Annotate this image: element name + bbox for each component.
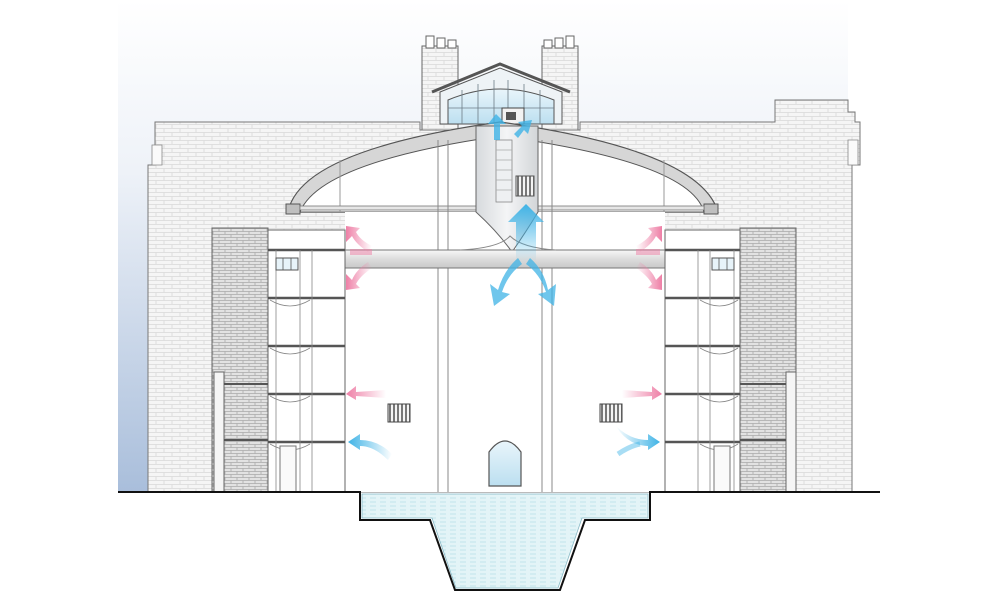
airflow-arrow-cool-gallery-left <box>348 434 392 460</box>
arched-doorway <box>488 440 522 487</box>
hall-columns <box>437 140 553 492</box>
airflow-arrow-cool-lantern-left <box>488 114 506 140</box>
airflow-arrow-cool-shaft-up <box>508 204 544 262</box>
airflow-arrow-cool-gallery-right <box>616 426 660 450</box>
foundation-pool <box>361 493 649 589</box>
gallery-door-right <box>713 445 731 493</box>
wall-grille-right <box>599 403 623 423</box>
side-gallery-floors-right <box>664 227 797 493</box>
airflow-arrow-cool-shaft-split-left <box>490 258 522 306</box>
airflow-arrow-warm-duct-right-up <box>636 226 662 252</box>
glazed-roof-lantern <box>431 62 571 125</box>
airflow-arrows <box>346 114 662 460</box>
gallery-door-left <box>279 445 297 493</box>
wall-grille-left <box>387 403 411 423</box>
airflow-arrow-warm-duct-left-up <box>346 226 372 252</box>
airflow-arrow-warm-duct-right-down <box>636 262 662 290</box>
airflow-arrow-warm-gallery-left <box>346 386 386 400</box>
gallery-window-right <box>711 257 735 271</box>
shaft-grille <box>515 175 535 197</box>
airflow-arrow-cool-shaft-split-right <box>526 258 556 306</box>
ground-line <box>118 491 880 591</box>
gallery-window-left <box>275 257 299 271</box>
airflow-arrow-cool-lantern-right <box>514 120 532 138</box>
airflow-arrow-warm-gallery-right <box>622 386 662 400</box>
airflow-arrow-warm-duct-left-down <box>346 262 372 290</box>
side-gallery-floors-left <box>211 227 346 493</box>
